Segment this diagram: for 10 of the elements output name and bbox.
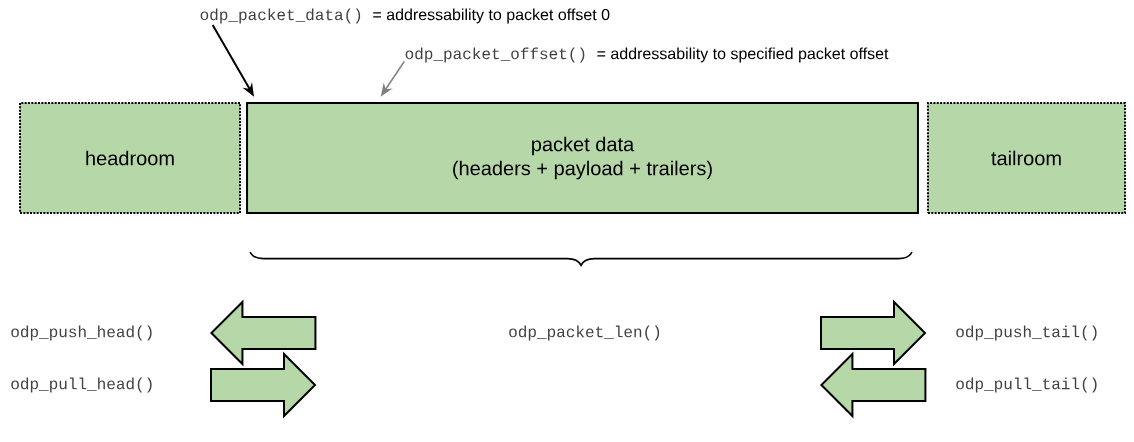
function-label: odp_push_tail(): [956, 325, 1097, 341]
annotation-text: odp_packet_offset() = addressability to specified packet offset: [405, 47, 889, 63]
function-label: odp_pull_head(): [11, 377, 152, 393]
region-box: packet data (headers + payload + trailers): [246, 102, 919, 214]
function-label: odp_pull_tail(): [956, 377, 1097, 393]
region-box: tailroom: [926, 102, 1127, 214]
length-label: odp_packet_len(): [509, 325, 660, 341]
region-box: headroom: [19, 102, 241, 214]
annotation-text: odp_packet_data() = addressability to packet offset 0: [200, 8, 610, 24]
function-label: odp_push_head(): [11, 325, 152, 341]
